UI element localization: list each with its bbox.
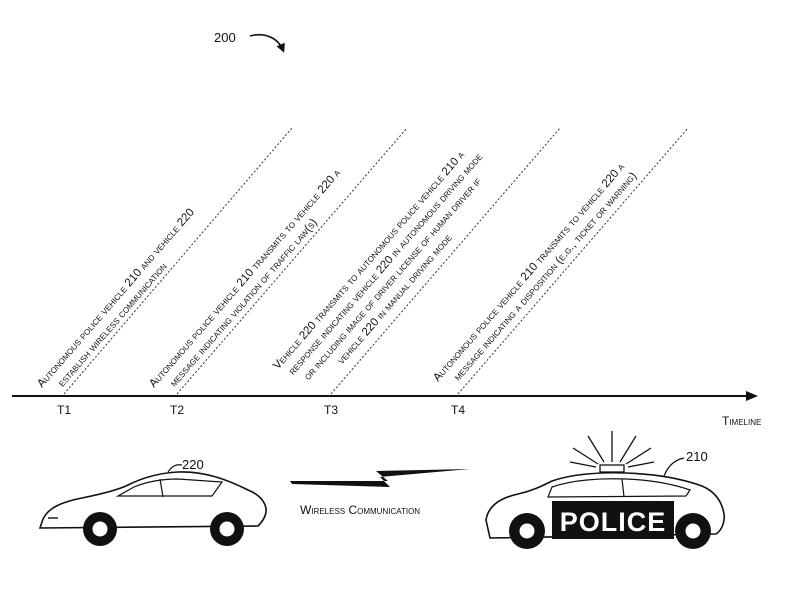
civilian-car-window [115, 478, 224, 497]
police-vehicle-210: POLICE 210 [485, 431, 725, 549]
police-ref-label: 210 [686, 449, 708, 464]
figure-ref-arrow [249, 34, 285, 53]
civilian-ref-label: 220 [182, 457, 204, 472]
police-light-bar [599, 464, 625, 473]
civilian-front-hubcap [91, 520, 109, 538]
police-rear-hubcap [684, 522, 702, 540]
police-car-pillar [621, 478, 625, 498]
siren-rays-icon [569, 431, 655, 468]
figure-ref-label: 200 [214, 30, 236, 45]
police-ref-leader [663, 457, 685, 477]
event-t1-line-2: establish wireless communication [56, 261, 170, 390]
event-line-t3 [330, 127, 561, 395]
police-badge-panel [552, 501, 674, 539]
civilian-rear-hubcap [218, 520, 236, 538]
event-line-t4 [457, 127, 689, 395]
timeline-label: Timeline [722, 414, 761, 428]
civilian-car-pillar [159, 478, 164, 498]
tick-label-t1: T1 [57, 403, 71, 417]
event-t3-line-1: Vehicle 220 transmits to autonomous poli… [271, 149, 467, 372]
event-line-t2 [176, 127, 408, 395]
tick-label-t3: T3 [324, 403, 338, 417]
civilian-vehicle-220: 220 [38, 457, 267, 546]
police-badge-text: POLICE [560, 507, 667, 537]
police-front-hubcap [518, 522, 536, 540]
event-t2-line-1: Autonomous police vehicle 210 transmits … [147, 167, 343, 390]
wireless-communication-label: Wireless Communication [300, 503, 420, 517]
police-car-window [547, 478, 691, 498]
tick-label-t4: T4 [451, 403, 465, 417]
event-t3-line-2: response indicating vehicle 220 in auton… [286, 151, 485, 377]
tick-label-t2: T2 [170, 403, 184, 417]
lightning-bolt-icon [290, 469, 470, 487]
event-t4-line-2: message indicating a disposition (e.g., … [452, 170, 640, 383]
civilian-ref-leader [167, 464, 183, 473]
